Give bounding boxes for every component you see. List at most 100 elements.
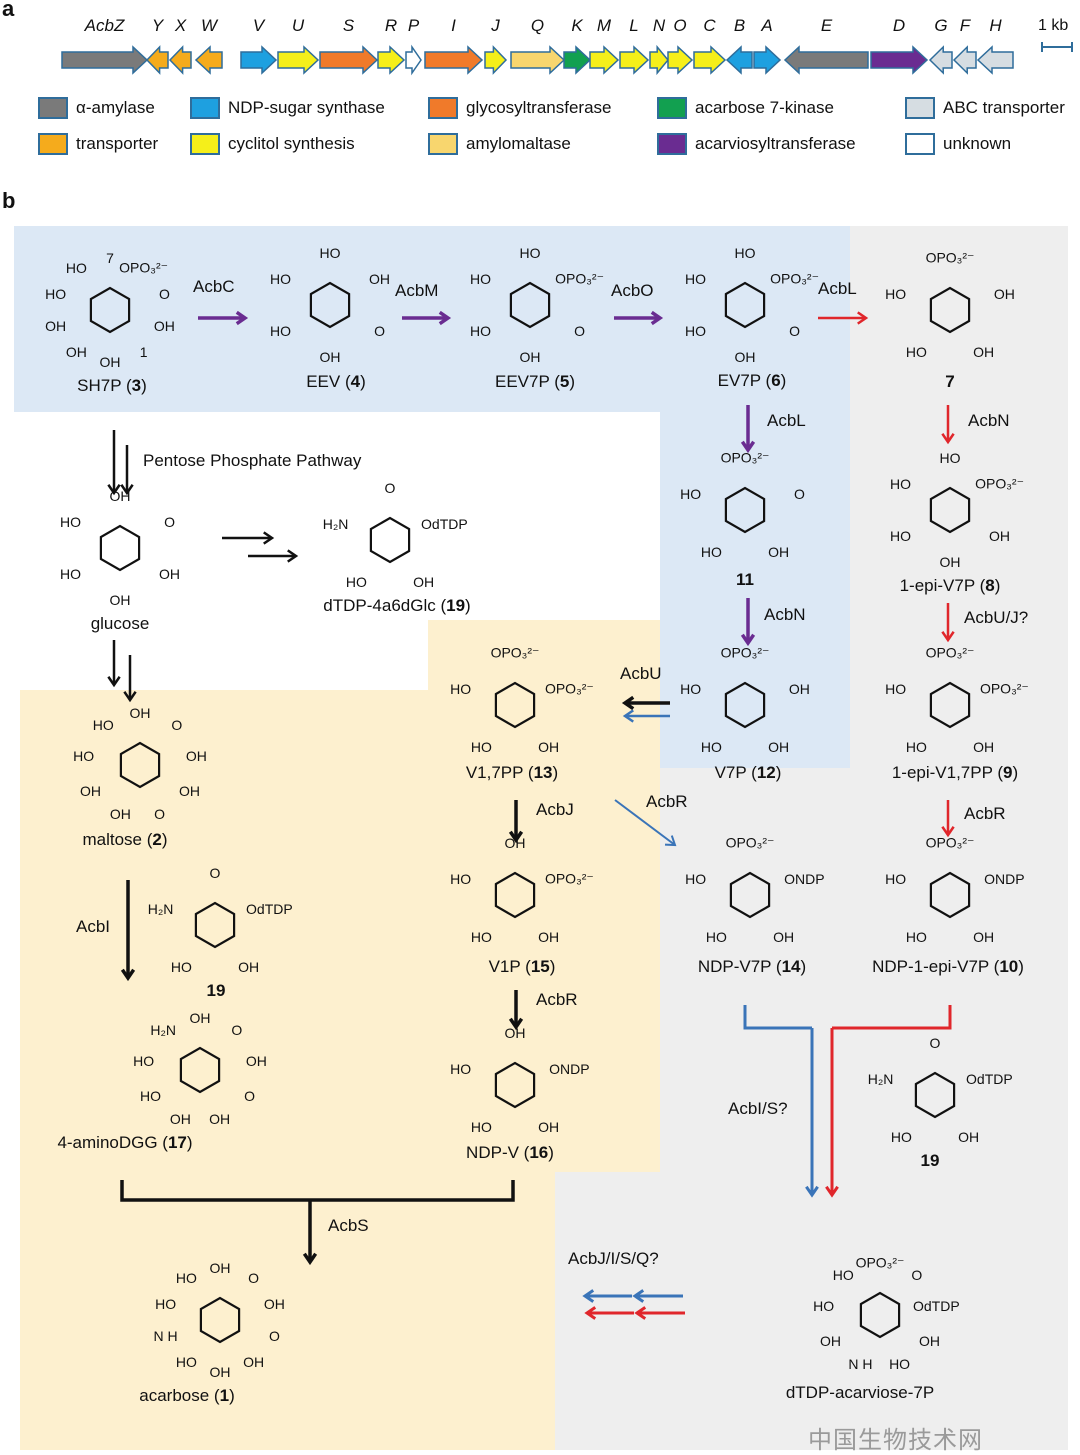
gene-arrow-R — [377, 45, 406, 75]
arrow-blue-left-1-head — [632, 1289, 645, 1303]
gene-label: V — [252, 16, 265, 35]
substituent-label: OPO₃²⁻ — [925, 834, 975, 851]
legend-item: acarbose 7-kinase — [657, 97, 834, 119]
enzyme-label: AcbL — [818, 279, 857, 298]
substituent-label: HO — [92, 717, 114, 734]
compound-number: 14 — [781, 957, 801, 976]
gene-label: O — [673, 16, 687, 35]
substituent-label: HO — [73, 747, 95, 764]
substituent-label: OH — [919, 1333, 941, 1349]
compound-label-ndpv: NDP-V (16) — [466, 1143, 554, 1162]
ring-maltose — [119, 741, 161, 789]
compound-name: 1-epi-V1,7PP — [891, 763, 993, 782]
arrow-acbn-purple-head — [740, 633, 756, 647]
gene-label: Q — [530, 16, 545, 35]
substituent-label: HO — [885, 870, 907, 887]
ring-eev7p — [509, 281, 551, 329]
compound-label-c10: NDP-1-epi-V7P (10) — [872, 957, 1024, 976]
substituent-label: HO — [175, 1269, 197, 1286]
enzyme-label: AcbN — [764, 605, 806, 624]
compound-label-dtdpacv: dTDP-acarviose-7P — [786, 1383, 934, 1403]
gene-label: X — [174, 16, 187, 35]
panel-a-label: a — [2, 0, 15, 21]
gene-arrow-G — [928, 45, 953, 75]
gene-arrow-K — [563, 45, 592, 75]
compound-label-c8: 1-epi-V7P (8) — [899, 576, 1001, 595]
substituent-label: OH — [129, 705, 151, 721]
substituent-label: OH — [973, 929, 995, 946]
compound-name: 1-epi-V7P — [899, 576, 975, 595]
gene-arrow-V — [240, 45, 278, 75]
substituent-label: OH — [263, 1295, 285, 1312]
ring-v1p — [494, 871, 536, 919]
substituent-label: OH — [504, 835, 526, 851]
substituent-label: O — [248, 1269, 260, 1286]
legend-swatch — [190, 97, 220, 119]
legend-item: glycosyltransferase — [428, 97, 612, 119]
substituent-label: OH — [519, 349, 541, 365]
gene-label: K — [571, 16, 583, 35]
legend-swatch — [38, 97, 68, 119]
gene-arrow-L — [619, 45, 650, 75]
substituent-label: OH — [79, 783, 101, 799]
substituent-label: OPO₃²⁻ — [544, 870, 594, 887]
substituent-label: O — [929, 1035, 941, 1051]
compound-number: 8 — [985, 576, 995, 595]
substituent-label: OH — [185, 747, 207, 764]
substituent-label: OH — [939, 554, 961, 570]
substituent-label: HO — [889, 528, 911, 544]
substituent-label: HO — [734, 245, 756, 261]
substituent-label: HO — [705, 929, 727, 946]
substituent-label: H₂N — [150, 1022, 177, 1039]
legend-swatch — [905, 133, 935, 155]
substituent-label: HO — [59, 514, 81, 530]
compound-number: 10 — [999, 957, 1019, 976]
substituent-label: OPO₃²⁻ — [925, 249, 975, 266]
compound-name: EEV7P — [494, 372, 550, 391]
legend-item: NDP-sugar synthase — [190, 97, 385, 119]
ring-glucose — [99, 524, 141, 572]
compound-name: maltose — [82, 830, 142, 849]
legend-item: unknown — [905, 133, 1011, 155]
arrow-acbuj-head — [941, 631, 955, 643]
compound-label-c7: 7 — [945, 372, 954, 392]
substituent-label: OH — [768, 544, 790, 561]
compound-label-aminodgg: 4-aminoDGG (17) — [57, 1132, 193, 1152]
arrow-blue-left-2-head — [582, 1289, 595, 1303]
arrow-acbr-head — [508, 1017, 524, 1031]
substituent-label: OPO₃²⁻ — [555, 270, 604, 287]
compound-name: dTDP-acarviose-7P — [785, 1383, 935, 1402]
substituent-label: HO — [450, 1060, 472, 1077]
substituent-label: O — [574, 323, 585, 339]
substituent-label: OH — [768, 739, 790, 756]
gene-arrow-B — [725, 45, 753, 75]
ring-acarbose — [199, 1296, 241, 1344]
ring-ev7p — [724, 281, 766, 329]
compound-number: 19 — [446, 596, 466, 616]
substituent-label: OPO₃²⁻ — [119, 259, 169, 276]
path-blue — [743, 1005, 812, 1030]
gene-arrow-C — [693, 45, 727, 75]
substituent-label: OH — [189, 1010, 211, 1026]
arrow-red-down-head — [825, 1185, 839, 1198]
substituent-label: HO — [269, 323, 291, 339]
substituent-label: OH — [238, 959, 260, 976]
ring-s19a — [194, 901, 236, 949]
substituent-label: HO — [889, 476, 911, 492]
substituent-label: HO — [155, 1295, 177, 1312]
substituent-label: O — [384, 480, 396, 496]
ring-v7p — [724, 681, 766, 729]
substituent-label: OPO₃²⁻ — [855, 1254, 905, 1271]
compound-number: 17 — [167, 1132, 187, 1152]
legend-swatch — [190, 133, 220, 155]
gene-arrow-AcbZ — [61, 45, 149, 75]
gene-arrow-U — [277, 45, 320, 75]
legend-label: cyclitol synthesis — [228, 134, 355, 153]
enzyme-label: AcbC — [193, 277, 235, 296]
substituent-label: OH — [538, 739, 560, 756]
arrow-dtdp-2-head — [287, 549, 299, 563]
substituent-label: OH — [243, 1354, 265, 1371]
substituent-label: HO — [700, 739, 722, 756]
arrow-acbl-red-head — [857, 311, 869, 325]
ring-ndpv7p — [729, 871, 771, 919]
